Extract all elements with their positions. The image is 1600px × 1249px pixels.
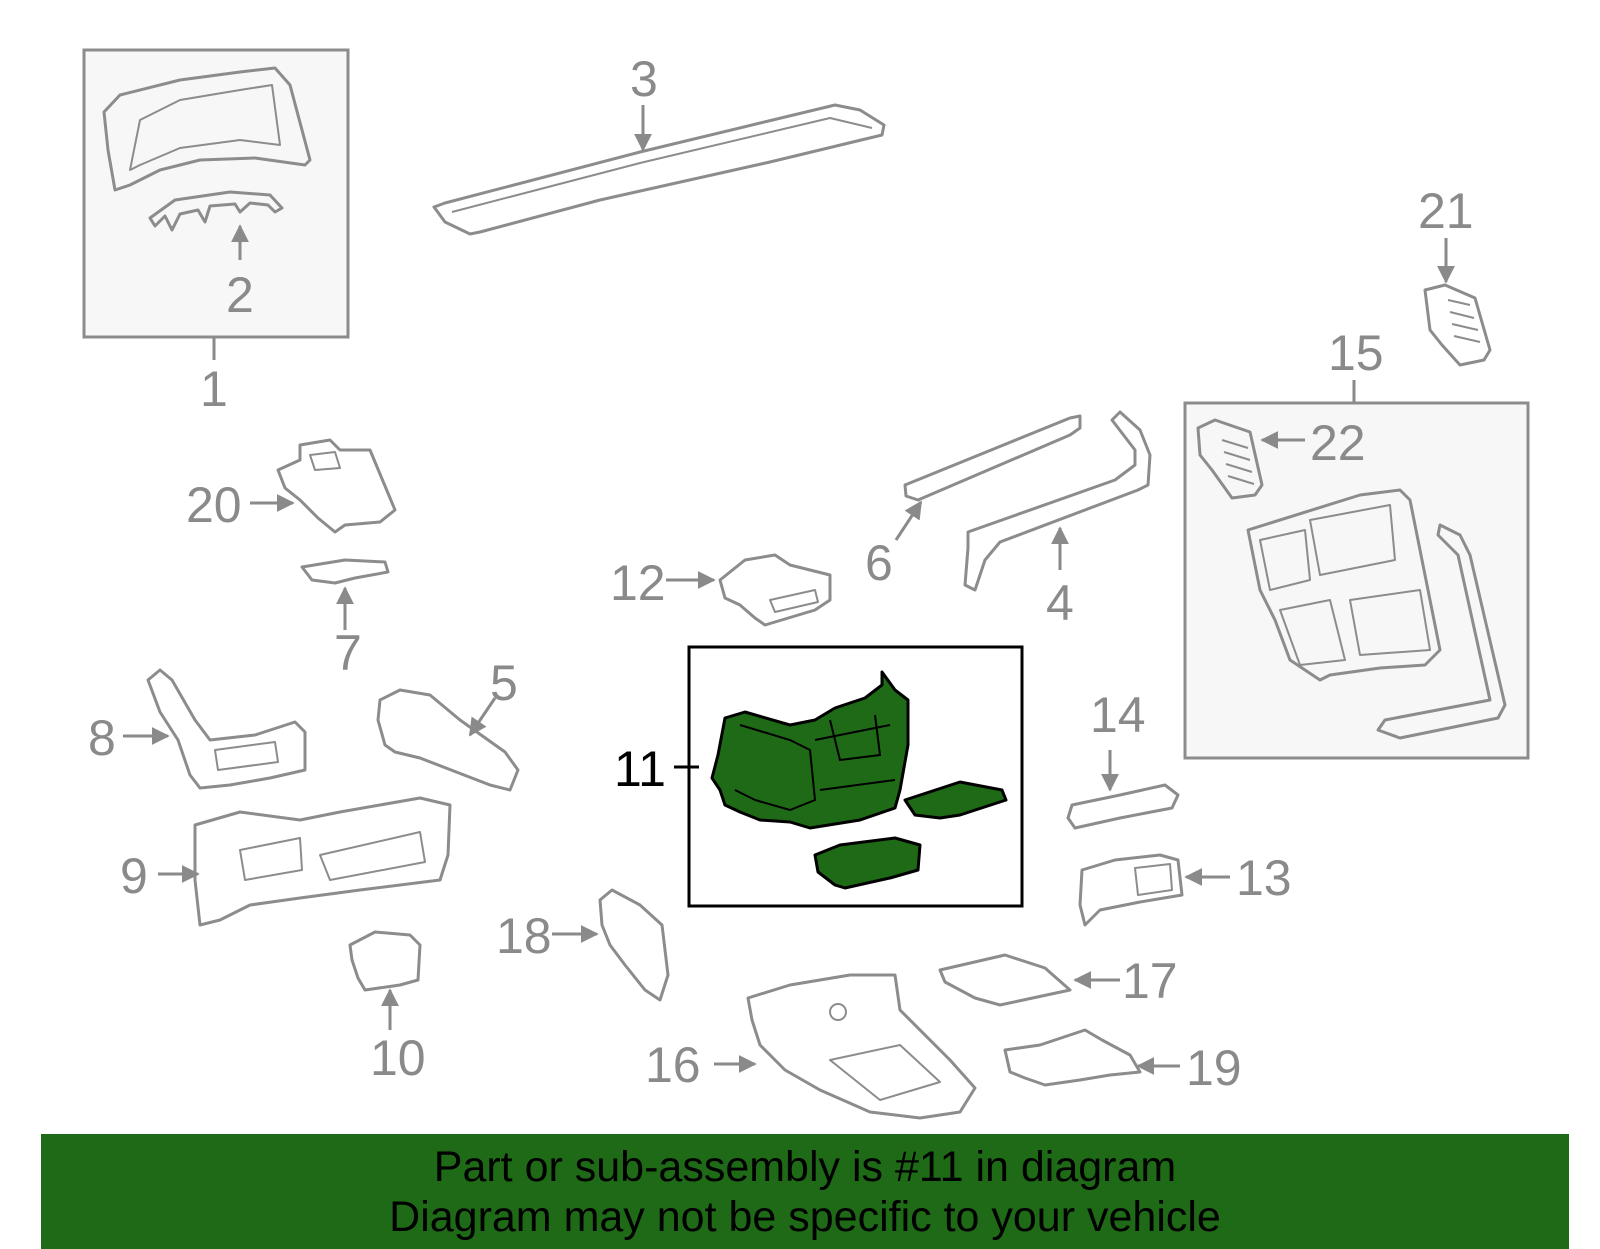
part-1-cluster-bezel	[102, 66, 312, 192]
part-5-trim[interactable]	[376, 688, 520, 792]
part-15-group[interactable]	[1183, 401, 1530, 760]
part-15-box	[1183, 401, 1530, 760]
callout-9: 9	[120, 848, 148, 904]
callout-6: 6	[865, 535, 893, 591]
callout-8: 8	[88, 710, 116, 766]
part-3-dash-panel[interactable]	[432, 103, 886, 236]
callout-3: 3	[630, 51, 658, 107]
part-2-cluster-bracket	[148, 190, 284, 232]
part-15-center-panel	[1246, 488, 1442, 682]
callout-18: 18	[496, 908, 552, 964]
callout-5: 5	[490, 655, 518, 711]
part-17-mat[interactable]	[938, 953, 1072, 1007]
info-banner: Part or sub-assembly is #11 in diagram D…	[41, 1134, 1569, 1249]
part-4-trim-strip[interactable]	[963, 410, 1152, 592]
callout-21: 21	[1418, 183, 1474, 239]
part-1-group[interactable]	[82, 48, 350, 360]
part-11-tray-lid	[903, 780, 1008, 820]
callout-12: 12	[610, 555, 666, 611]
callout-20: 20	[186, 477, 242, 533]
callout-7: 7	[334, 625, 362, 681]
part-19-bracket[interactable]	[1003, 1028, 1142, 1087]
part-7-clip[interactable]	[300, 558, 390, 585]
part-8-lower-panel[interactable]	[146, 668, 307, 790]
part-18-side-panel[interactable]	[598, 888, 670, 1002]
callout-10: 10	[370, 1030, 426, 1086]
part-15-side-trim	[1376, 523, 1507, 740]
part-10-clip[interactable]	[348, 930, 422, 992]
callout-15: 15	[1328, 325, 1384, 381]
part-9-lower-dash[interactable]	[193, 796, 452, 927]
callout-1: 1	[200, 361, 228, 417]
banner-line-2: Diagram may not be specific to your vehi…	[389, 1192, 1221, 1241]
part-12-switch-bezel[interactable]	[718, 553, 832, 627]
callout-16: 16	[645, 1037, 701, 1093]
part-11-group[interactable]	[687, 645, 1024, 908]
banner-line-1: Part or sub-assembly is #11 in diagram	[433, 1142, 1177, 1191]
part-16-console-base[interactable]	[746, 973, 977, 1120]
callout-22: 22	[1310, 415, 1366, 471]
part-13-switch-panel[interactable]	[1078, 853, 1184, 927]
part-14-trim[interactable]	[1066, 783, 1180, 830]
callout-13: 13	[1236, 850, 1292, 906]
part-11-tray	[813, 836, 922, 890]
callout-11: 11	[614, 741, 666, 797]
part-6-trim-strip[interactable]	[903, 414, 1082, 502]
part-20-bracket[interactable]	[276, 438, 397, 534]
part-21-vent[interactable]	[1423, 283, 1492, 367]
callout-4: 4	[1046, 575, 1074, 631]
callout-19: 19	[1186, 1040, 1242, 1096]
callout-2: 2	[226, 267, 254, 323]
part-22-vent	[1196, 418, 1264, 500]
callout-17: 17	[1122, 953, 1178, 1009]
callout-14: 14	[1090, 687, 1146, 743]
